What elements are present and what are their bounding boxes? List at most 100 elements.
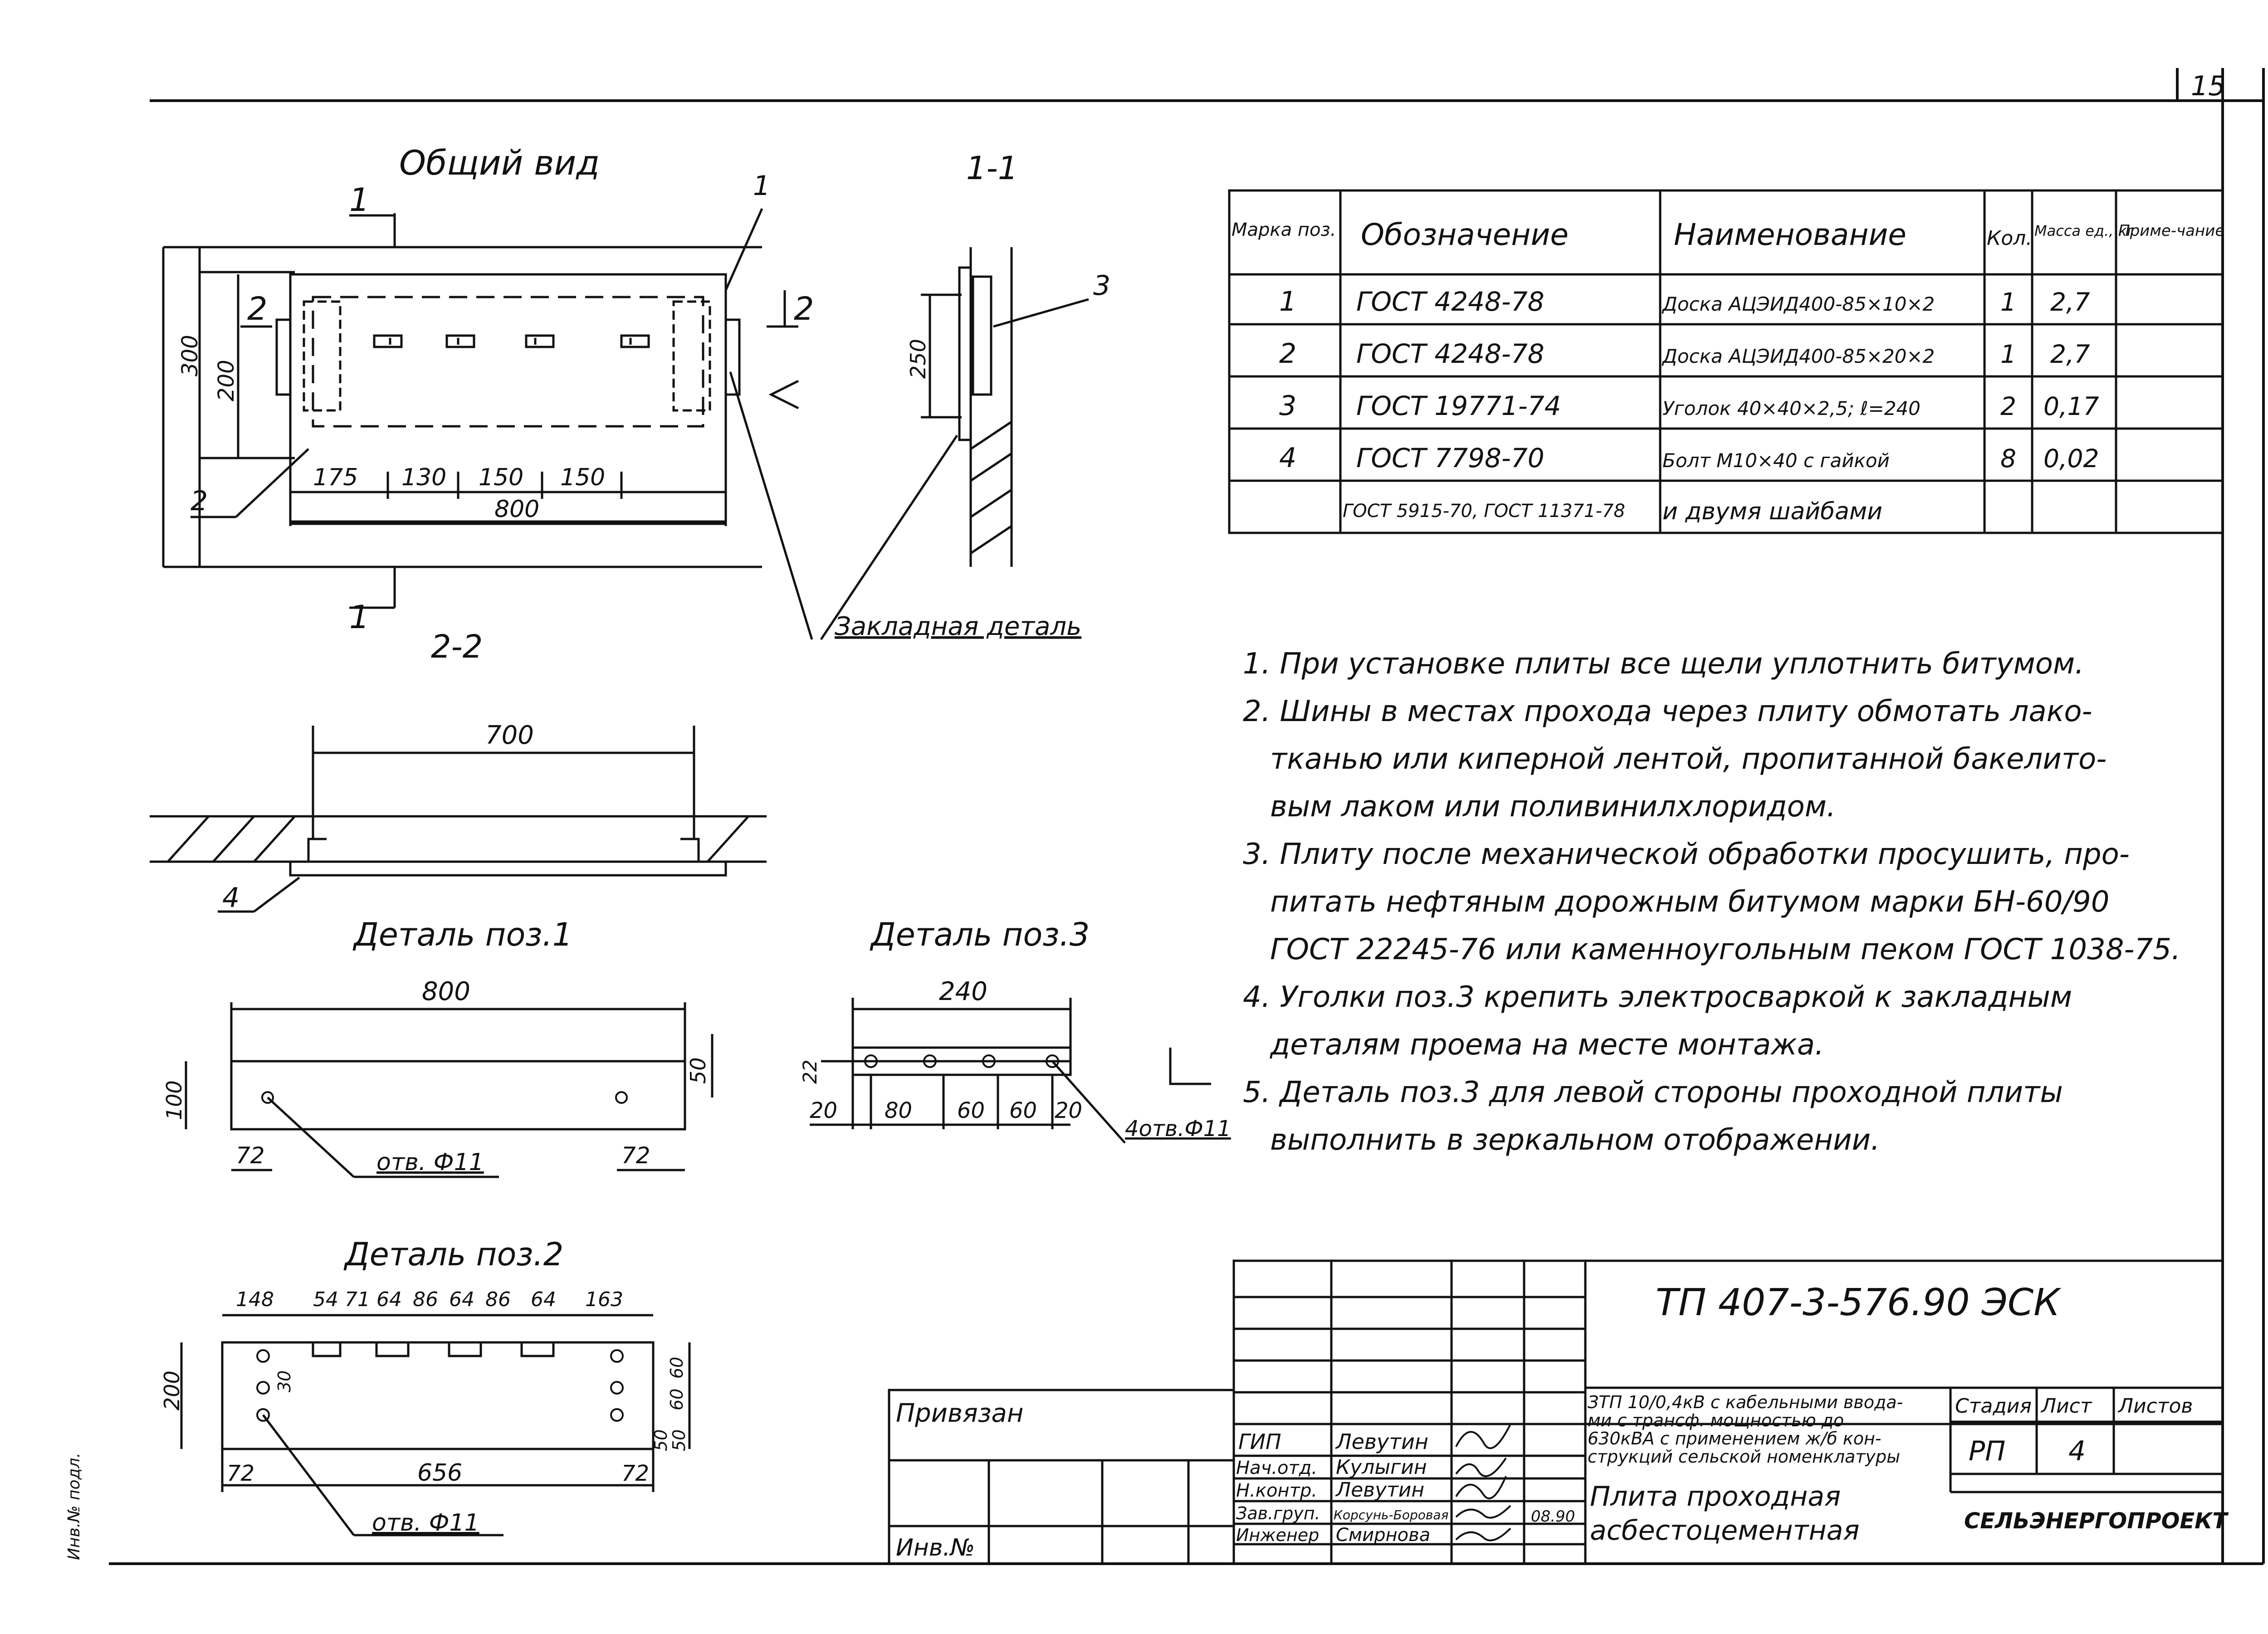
detail-2-dim-50a: 50	[651, 1429, 671, 1451]
sheet-label: Лист	[2040, 1395, 2092, 1418]
spec-header-mass: Масса ед., кг	[2034, 222, 2135, 239]
dim-175: 175	[313, 464, 358, 491]
sheet-title-1: Плита проходная	[1590, 1481, 1841, 1512]
detail-2-dim-50b: 50	[669, 1429, 689, 1451]
detail-3-hole-label: 4отв.Ф11	[1125, 1116, 1231, 1141]
note-line-8: 4. Уголки поз.3 крепить электросваркой к…	[1243, 980, 2072, 1014]
sign-role-gip: ГИП	[1238, 1429, 1281, 1454]
project-desc-4: струкций сельской номенклатуры	[1588, 1447, 1900, 1467]
sign-role-group: Зав.груп.	[1236, 1503, 1320, 1523]
spec-r5-designation: ГОСТ 5915-70, ГОСТ 11371-78	[1343, 501, 1625, 522]
position-3-label: 3	[1093, 270, 1110, 302]
section-1-1-title: 1-1	[966, 150, 1018, 187]
spec-header-note: Приме-чание	[2118, 222, 2224, 240]
detail-3-dim-240: 240	[939, 977, 987, 1006]
detail-2-dim-86b: 86	[485, 1288, 511, 1311]
note-line-4: вым лаком или поливинилхлоридом.	[1270, 790, 1836, 824]
dim-200: 200	[214, 360, 239, 401]
general-view: Общий вид	[162, 143, 1081, 641]
sheets-label: Листов	[2117, 1395, 2193, 1418]
privyazan-label: Привязан	[896, 1399, 1023, 1428]
detail-3-dim-20-left: 20	[810, 1098, 837, 1123]
spec-r3-qty: 2	[2000, 392, 2016, 421]
detail-2-hole-r3	[610, 1408, 624, 1422]
dim-250: 250	[906, 339, 930, 379]
note-line-10: 5. Деталь поз.3 для левой стороны проход…	[1243, 1076, 2063, 1109]
detail-2-title: Деталь поз.2	[343, 1236, 563, 1273]
inv-no-side-label: Инв.№ подл.	[65, 1453, 83, 1560]
note-line-2: 2. Шины в местах прохода через плиту обм…	[1243, 695, 2092, 728]
detail-2-dim-60a: 60	[667, 1357, 687, 1379]
spec-header-name: Наименование	[1674, 217, 1906, 252]
spec-r2-mass: 2,7	[2050, 340, 2090, 369]
detail-pos-1: Деталь поз.1 800 50 100 72 72 отв. Ф11	[162, 916, 714, 1178]
spec-r3-designation: ГОСТ 19771-74	[1356, 390, 1561, 421]
section-1-1: 1-1 250 3	[820, 150, 1110, 640]
sign-name-head: Кулыгин	[1336, 1456, 1427, 1479]
note-line-1: 1. При установке плиты все щели уплотнит…	[1243, 647, 2084, 681]
dim-800: 800	[494, 496, 539, 523]
detail-3-hole-1	[864, 1054, 878, 1068]
note-line-3: тканью или киперной лентой, пропитанной …	[1270, 742, 2107, 776]
section-mark-1-top: 1	[349, 181, 370, 219]
detail-2-dim-64c: 64	[531, 1288, 556, 1311]
section-2-2: 2-2 700 4	[150, 628, 767, 914]
detail-pos-3: Деталь поз.3 240 22 20 80 60 60 20 4отв.…	[799, 916, 1231, 1144]
sign-name-engineer: Смирнова	[1336, 1525, 1430, 1546]
spec-r3-mass: 0,17	[2043, 392, 2099, 421]
sheet-title-2: асбестоцементная	[1590, 1515, 1860, 1546]
detail-2-dim-656: 656	[417, 1459, 462, 1487]
org-name: СЕЛЬЭНЕРГОПРОЕКТ	[1964, 1508, 2229, 1534]
note-line-9: деталям проема на месте монтажа.	[1270, 1028, 1824, 1062]
project-desc-3: 630кВА с применением ж/б кон-	[1588, 1429, 1882, 1449]
note-line-6: питать нефтяным дорожным битумом марки Б…	[1270, 885, 2109, 919]
detail-pos-2: Деталь поз.2 148 54 71 64 86 64 86 64 16…	[160, 1236, 691, 1536]
detail-3-hole-2	[923, 1054, 937, 1068]
notes: 1. При установке плиты все щели уплотнит…	[1243, 647, 2180, 1157]
sign-date: 08.90	[1531, 1507, 1575, 1526]
spec-r3-mark: 3	[1279, 390, 1296, 422]
detail-1-dim-100: 100	[162, 1080, 186, 1120]
sheet-value: 4	[2068, 1435, 2086, 1467]
spec-header-qty: Кол.	[1987, 227, 2032, 250]
spec-r1-name: Доска АЦЭИД400-85×10×2	[1662, 293, 1935, 315]
section-mark-1-bottom: 1	[349, 599, 370, 636]
detail-2-dim-72-left: 72	[227, 1461, 254, 1486]
detail-2-dim-54a: 54	[313, 1288, 338, 1311]
detail-2-dim-148: 148	[236, 1288, 274, 1311]
doc-code: ТП 407-3-576.90 ЭСК	[1656, 1281, 2062, 1324]
project-desc-2: ми с трансф. мощностью до	[1588, 1410, 1844, 1430]
detail-2-hole-l3	[256, 1408, 270, 1422]
spec-r1-mark: 1	[1279, 286, 1296, 317]
detail-3-hole-4	[1046, 1054, 1059, 1068]
spec-header-mark: Марка поз.	[1232, 219, 1336, 240]
detail-2-dim-72-right: 72	[621, 1461, 649, 1486]
detail-3-dim-80: 80	[885, 1098, 912, 1123]
general-view-title: Общий вид	[399, 143, 600, 183]
sheet-corner-number: 15	[2191, 70, 2225, 102]
detail-1-dim-800: 800	[422, 977, 470, 1006]
spec-r2-mark: 2	[1279, 338, 1296, 370]
detail-1-hole-right	[615, 1091, 628, 1104]
detail-2-dim-71: 71	[345, 1288, 370, 1311]
spec-table: Марка поз. Обозначение Наименование Кол.…	[1228, 189, 2224, 534]
spec-r4-mass: 0,02	[2043, 444, 2099, 473]
detail-3-hole-3	[982, 1054, 996, 1068]
spec-r4-designation: ГОСТ 7798-70	[1356, 443, 1545, 473]
spec-r1-mass: 2,7	[2050, 288, 2090, 317]
stage-label: Стадия	[1955, 1395, 2032, 1418]
section-mark-2-left: 2	[247, 290, 268, 327]
embed-detail-label: Закладная деталь	[835, 612, 1081, 641]
detail-3-dim-20-right: 20	[1055, 1098, 1082, 1123]
detail-1-hole-left	[261, 1091, 274, 1104]
dim-700: 700	[485, 721, 534, 750]
detail-2-hole-label: отв. Ф11	[372, 1509, 479, 1536]
position-2-label: 2	[191, 485, 208, 517]
detail-1-title: Деталь поз.1	[352, 916, 572, 953]
position-4-label: 4	[222, 882, 240, 914]
inv-no-label: Инв.№	[896, 1534, 975, 1561]
detail-3-dim-60-b: 60	[1009, 1098, 1037, 1123]
spec-r4-mark: 4	[1279, 442, 1296, 474]
note-line-7: ГОСТ 22245-76 или каменноугольным пеком …	[1270, 933, 2180, 966]
